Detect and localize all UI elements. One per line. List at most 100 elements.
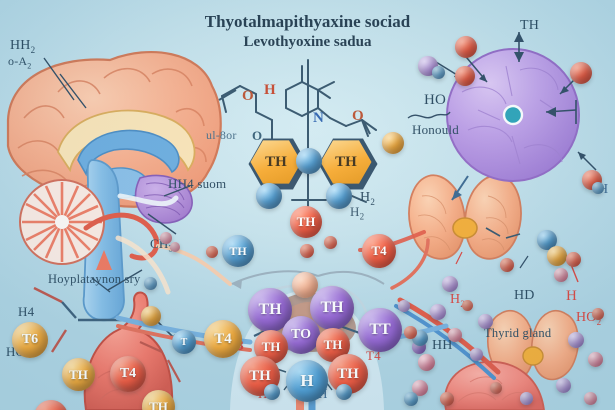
sphere-field-6	[404, 326, 417, 339]
label-o-atom-3: O	[252, 128, 263, 143]
label-h2-upper: H2	[350, 204, 364, 222]
sphere-field-3	[478, 314, 493, 329]
sphere-small-right-pink	[554, 268, 568, 282]
sphere-th-blue-left: TH	[222, 235, 254, 267]
sphere-small-red-c	[206, 246, 218, 258]
hex-ring-left-label: TH	[265, 153, 287, 170]
sphere-right-red-3	[570, 62, 592, 84]
sphere-cluster-red-3-label: TH	[249, 367, 271, 384]
label-o-atom-2: O	[352, 108, 364, 124]
hex-ring-right-label: TH	[335, 153, 357, 170]
sphere-field-14	[584, 392, 597, 405]
sphere-field-15	[520, 392, 533, 405]
sphere-field-13	[592, 308, 604, 320]
sphere-bottom-blue-right	[336, 384, 352, 400]
label-h-atom-1: H	[264, 82, 276, 98]
label-o-a2-text: o-A	[8, 54, 28, 68]
sphere-cluster-red-4-label: TH	[337, 365, 359, 382]
sphere-field-17	[462, 300, 473, 311]
sphere-field-2	[430, 304, 446, 320]
sphere-field-8	[470, 348, 483, 361]
sphere-right-red-2	[455, 66, 475, 86]
label-h4: H4	[18, 304, 35, 319]
page-subtitle: Levothyoxine sadua	[243, 34, 372, 50]
label-ho-right: HO	[424, 92, 447, 108]
label-ul-8or: ul-8or	[206, 128, 237, 142]
sphere-blue-small-brain	[144, 277, 157, 290]
sphere-left-blue	[256, 183, 282, 209]
label-hh2-text: HH	[10, 38, 31, 53]
sphere-field-11	[588, 352, 603, 367]
sphere-th-top-center-label: TH	[296, 214, 316, 229]
sphere-field-12	[556, 378, 571, 393]
sphere-field-9	[412, 380, 428, 396]
sphere-right-red-1	[455, 36, 477, 58]
sphere-cluster-red-1-label: TH	[261, 339, 281, 354]
sphere-th-orange-lower: TH	[142, 390, 175, 410]
label-h-red: H	[566, 288, 578, 304]
sphere-cluster-purple-right: TH	[310, 286, 354, 330]
sphere-small-right-blue-3	[537, 230, 557, 250]
label-h2-center-text: H	[360, 190, 371, 205]
sphere-orange-small-brain	[141, 306, 161, 326]
sphere-cluster-purple-right-label: TH	[320, 299, 344, 316]
label-h2-upper-sub: 2	[359, 211, 365, 222]
sphere-bottom-blue-left	[264, 384, 280, 400]
sphere-t4-red-chain-label: T4	[119, 366, 137, 381]
label-hypothalamus: Hoyplataynon sry	[48, 272, 141, 286]
label-n-atom: N	[313, 110, 325, 126]
sphere-t4-orange: T4	[204, 320, 242, 358]
label-hh-right: HH	[432, 338, 453, 353]
sphere-cluster-purple-left-label: TH	[258, 301, 282, 318]
sphere-center-node	[296, 148, 322, 174]
thyroid-gland-lower	[394, 297, 579, 410]
label-ho2-red-text: HO	[576, 310, 597, 325]
sphere-cluster-blue-h: H	[286, 360, 328, 402]
sphere-small-right-orange	[547, 246, 567, 266]
label-ho2-red-sub: 2	[596, 316, 602, 327]
sphere-small-right-red-6	[500, 258, 514, 272]
sphere-pink-small-a	[160, 232, 172, 244]
sphere-t6: T6	[12, 322, 48, 358]
sphere-th-orange-chain: TH	[62, 358, 95, 391]
sphere-cluster-blue-h-label: H	[300, 371, 314, 390]
sphere-th-orange-lower-label: TH	[149, 398, 168, 410]
label-h2-upper-text: H	[350, 204, 360, 219]
sphere-right-blue	[326, 183, 352, 209]
hex-ring-right: TH	[320, 140, 372, 184]
sphere-field-10	[568, 332, 584, 348]
page-title: Thyotalmapithyaxine sociad	[204, 12, 411, 31]
sphere-t4-orange-label: T4	[214, 330, 232, 347]
label-o-a2: o-A2	[8, 54, 31, 70]
label-thyroid-gland: Thyrid gland	[484, 326, 552, 340]
label-hh4-serum: HH4 suom	[168, 176, 227, 191]
sphere-th-orange-chain-label: TH	[69, 366, 88, 382]
sphere-field-1	[442, 276, 458, 292]
label-ho2-red: HO2	[576, 310, 601, 327]
sphere-th-blue-left-label: TH	[229, 243, 247, 258]
sphere-field-7	[440, 392, 454, 406]
sphere-pink-small-b	[170, 242, 180, 252]
sphere-t-blue-small-label: T	[180, 336, 188, 348]
sphere-t-blue-small: T	[172, 330, 196, 354]
sphere-right-blue-1	[432, 66, 445, 79]
label-honould: Honould	[412, 122, 459, 137]
label-o-atom-1: O	[242, 88, 254, 104]
sphere-field-19	[404, 392, 418, 406]
sphere-right-orange-label	[382, 132, 404, 154]
sphere-small-red-a	[300, 244, 314, 258]
sphere-field-18	[398, 300, 410, 312]
sphere-t4-red-right: T4	[362, 234, 396, 268]
sphere-t6-label: T6	[21, 332, 39, 347]
sphere-th-top-center: TH	[290, 206, 322, 238]
large-cell-illustration	[446, 48, 580, 182]
sphere-field-4	[418, 354, 435, 371]
label-hd: HD	[514, 288, 535, 303]
label-h2-thyroid-text: H	[450, 292, 461, 307]
sphere-field-16	[490, 382, 502, 394]
sphere-t4-red-chain: T4	[110, 356, 146, 392]
sphere-cluster-purple-center-label: TO	[291, 327, 311, 342]
label-hh2-sub: 2	[30, 44, 36, 55]
label-o-a2-sub: 2	[27, 61, 32, 71]
